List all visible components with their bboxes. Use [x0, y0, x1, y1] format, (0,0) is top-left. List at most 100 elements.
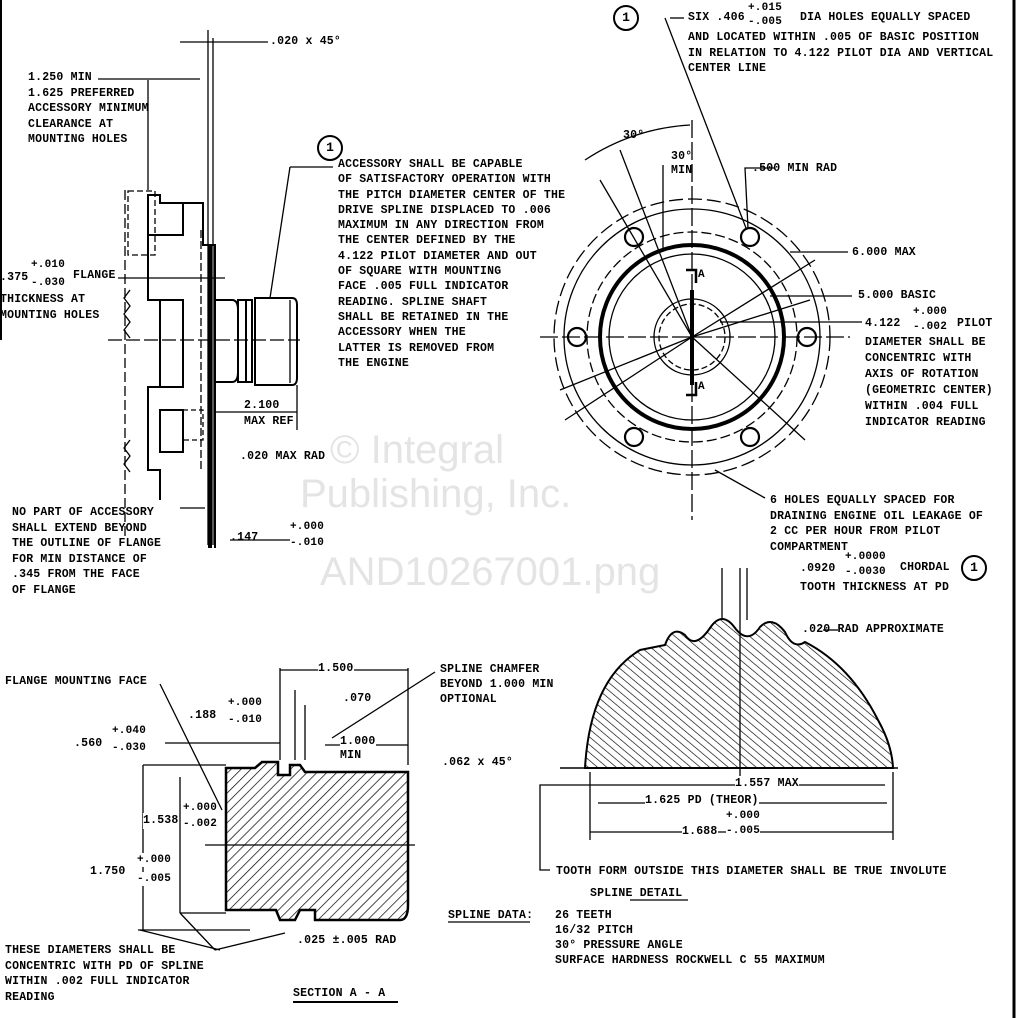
spline-detail-title: SPLINE DETAIL — [590, 887, 683, 900]
note-line: 6 HOLES EQUALLY SPACED FOR — [770, 494, 955, 507]
note-line: CONCENTRIC WITH PD OF SPLINE — [5, 959, 204, 973]
tolerance-plus: +.000 — [183, 801, 218, 815]
tolerance-minus: -.002 — [183, 817, 218, 831]
note-line: BEYOND 1.000 MIN — [440, 678, 554, 691]
note-line: SHALL EXTEND BEYOND — [12, 521, 147, 535]
dim-qualifier: MIN — [671, 164, 693, 177]
flange-label: FLANGE — [73, 269, 116, 282]
drain-note: 6 HOLES EQUALLY SPACED FOR DRAINING ENGIN… — [770, 493, 983, 555]
note-line: CENTER LINE — [688, 62, 767, 75]
flag-note-marker: 1 — [613, 5, 639, 31]
note-line: ACCESSORY MINIMUM — [28, 102, 149, 115]
chordal-label: CHORDAL — [900, 561, 950, 574]
tolerance-plus: +.000 — [137, 853, 172, 867]
note-line: DRAINING ENGINE OIL LEAKAGE OF — [770, 509, 984, 523]
holes-note-prefix: SIX .406 — [688, 11, 745, 24]
pitch-dia-dim: 1.625 PD (THEOR) — [645, 793, 759, 809]
concentric-note: THESE DIAMETERS SHALL BE CONCENTRIC WITH … — [5, 943, 204, 1005]
watermark-line: Publishing, Inc. — [300, 472, 572, 516]
max-dia-dim: 1.557 MAX — [735, 776, 799, 792]
tolerance-plus: +.000 — [290, 521, 325, 533]
note-line: MAXIMUM IN ANY DIRECTION FROM — [338, 219, 544, 233]
tolerance-minus: -.030 — [112, 742, 147, 754]
note-line: INDICATOR READING — [865, 416, 986, 429]
note-line: THICKNESS AT — [0, 293, 86, 306]
note-line: NO PART OF ACCESSORY — [12, 506, 155, 519]
tolerance-minus: -.030 — [31, 277, 66, 289]
spline-data-label: SPLINE DATA: — [448, 909, 534, 922]
clearance-note: 1.250 MIN 1.625 PREFERRED ACCESSORY MINIMU… — [28, 70, 149, 148]
root-rad-dim: .025 ±.005 RAD — [297, 934, 397, 947]
note-line: DRIVE SPLINE DISPLACED TO .006 — [338, 203, 552, 217]
pilot-label: PILOT — [957, 317, 993, 330]
dim-qualifier: MIN — [340, 749, 362, 762]
min-rad-dim: .500 MIN RAD — [752, 162, 838, 175]
length-dim: 1.500 — [318, 661, 354, 677]
note-line: MOUNTING HOLES — [28, 133, 128, 146]
tooth-rad-dim: .020 RAD APPROXIMATE — [802, 623, 945, 636]
no-part-note: NO PART OF ACCESSORY SHALL EXTEND BEYOND T… — [12, 505, 161, 598]
note-line: OF SATISFACTORY OPERATION WITH — [338, 173, 552, 187]
tolerance-minus: -.005 — [726, 824, 761, 838]
groove-width-dim: .070 — [343, 692, 372, 705]
flange-thickness-value: .375 — [0, 271, 29, 284]
accessory-note: ACCESSORY SHALL BE CAPABLE OF SATISFACTOR… — [338, 157, 565, 371]
note-line: THESE DIAMETERS SHALL BE — [5, 944, 176, 957]
section-marker: A — [698, 381, 705, 393]
spline-data-item: 16/32 PITCH — [555, 924, 634, 937]
tooth-thickness-note: TOOTH THICKNESS AT PD — [800, 581, 950, 594]
max-dia-dim: 6.000 MAX — [852, 246, 916, 259]
front-view — [540, 17, 862, 520]
note-line: 2 CC PER HOUR FROM PILOT — [770, 525, 941, 538]
chamfer-dim: .020 x 45° — [270, 35, 342, 48]
outer-dia-value: 1.688 — [682, 824, 718, 840]
note-line: CONCENTRIC WITH — [865, 352, 972, 365]
dim-qualifier: MAX REF — [244, 414, 294, 428]
note-line: ACCESSORY WHEN THE — [338, 326, 466, 340]
watermark-line: AND10267001.png — [320, 550, 661, 594]
note-line: THE OUTLINE OF FLANGE — [12, 537, 162, 550]
side-view — [98, 30, 333, 548]
note-line: OPTIONAL — [440, 693, 497, 706]
section-chamfer-dim: .062 x 45° — [442, 756, 514, 769]
note-line: 1.250 MIN — [28, 71, 92, 84]
note-line: 1.625 PREFERRED — [28, 86, 135, 100]
note-line: READING — [5, 990, 55, 1004]
note-line: ACCESSORY SHALL BE CAPABLE — [338, 158, 523, 171]
face-dim-value: .147 — [230, 531, 259, 544]
tolerance-minus: -.002 — [913, 321, 948, 333]
flange-face-label: FLANGE MOUNTING FACE — [5, 675, 148, 688]
holes-note-suffix: DIA HOLES EQUALLY SPACED — [800, 11, 971, 24]
note-line: LATTER IS REMOVED FROM — [338, 341, 495, 355]
basic-dia-dim: 5.000 BASIC — [858, 289, 937, 302]
note-line: SPLINE CHAMFER — [440, 663, 540, 676]
note-line: READING. SPLINE SHAFT — [338, 295, 488, 309]
tolerance-minus: -.005 — [137, 872, 172, 886]
chamfer-note: SPLINE CHAMFER BEYOND 1.000 MIN OPTIONAL — [440, 662, 554, 707]
dim-value: 30° — [671, 150, 693, 163]
flag-note-marker: 1 — [961, 555, 987, 581]
tolerance-plus: +.015 — [748, 2, 783, 14]
note-line: SHALL BE RETAINED IN THE — [338, 310, 509, 324]
dim-value: 2.100 — [244, 399, 280, 412]
note-line: FOR MIN DISTANCE OF — [12, 552, 147, 566]
dia-1750-value: 1.750 — [90, 865, 126, 878]
note-line: IN RELATION TO 4.122 PILOT DIA AND VERTI… — [688, 46, 994, 60]
dim-value: 1.000 — [340, 735, 376, 748]
tolerance-minus: -.005 — [748, 16, 783, 28]
note-line: THE CENTER DEFINED BY THE — [338, 234, 516, 248]
tolerance-plus: +.000 — [228, 697, 263, 709]
section-view — [138, 668, 436, 1003]
note-line: COMPARTMENT — [770, 540, 849, 554]
pilot-dia-value: 4.122 — [865, 317, 901, 330]
groove-dim-value: .188 — [188, 709, 217, 722]
angle-dim: 30° — [623, 129, 645, 142]
note-line: DIAMETER SHALL BE — [865, 336, 986, 349]
angle-min-dim: 30°MIN — [671, 150, 692, 178]
note-line: OF FLANGE — [12, 583, 76, 597]
